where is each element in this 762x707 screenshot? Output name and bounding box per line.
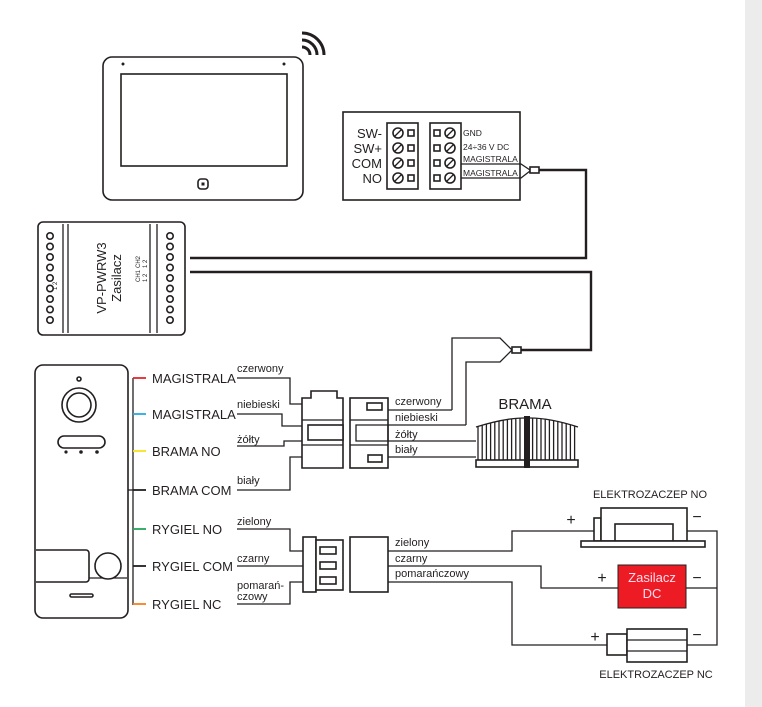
terminal-label-power: 24÷36 V DC [463,142,509,152]
wire-label-right-czarny: czarny [395,553,428,565]
wire-label-right-bialy: biały [395,444,418,456]
dc-power-supply: Zasilacz DC [617,564,687,609]
psu-terminal-hole [166,273,175,282]
lock-nc-minus: − [692,627,701,644]
lock-no-plus: + [566,512,575,529]
psu-terminal-hole [45,284,54,293]
psu-subtitle: Zasilacz [109,254,124,302]
wire-label-right-czerwony: czerwony [395,396,442,408]
dc-minus: − [692,570,701,587]
wire-label-pomaranczowy-1: pomarań- [237,580,284,592]
monitor-terminal-box: SW- SW+ COM NO GND 24÷36 V DC MAGISTRALA… [342,111,531,201]
terminal-label-gnd: GND [463,128,482,138]
psu-terminal-hole [166,232,175,241]
psu-terminal-hole [166,294,175,303]
station-output-label: RYGIEL NC [152,597,221,612]
wire-label-niebieski: niebieski [237,399,280,411]
terminal-pin [407,174,415,182]
wire-label-czerwony: czerwony [237,363,284,375]
dc-plus: + [597,570,606,587]
station-output-label: MAGISTRALA [152,371,236,386]
psu-terminal-hole [45,253,54,262]
psu-terminal-hole [45,263,54,272]
wire-label-bialy: biały [237,475,260,487]
psu-ch2: CH2 [136,255,142,268]
lock-nc-plus: + [590,629,599,646]
terminal-pin [433,129,441,137]
psu-terminal-hole [45,273,54,282]
dc-supply-line2: DC [643,586,662,601]
wire-label-right-zielony: zielony [395,537,430,549]
terminal-pin [407,129,415,137]
station-output-label: RYGIEL NO [152,522,222,537]
wire-label-pomaranczowy-2: czowy [237,591,268,603]
psu-terminal-hole [45,242,54,251]
psu-terminal-hole [166,305,175,314]
psu-terminal-hole [166,242,175,251]
wire-label-right-pomaranczowy: pomarańczowy [395,568,469,580]
gate-icon [475,416,579,468]
terminal-pin [433,174,441,182]
lock-no-minus: − [692,509,701,526]
psu-terminal-hole [166,253,175,262]
psu-ch1-pins: 1 2 [143,273,149,282]
psu-terminal-hole [45,232,54,241]
terminal-label-magistrala-1: MAGISTRALA [463,154,518,164]
station-output-label: BRAMA COM [152,483,231,498]
wire-label-right-zolty: żółty [395,429,418,441]
bus-wires [167,166,593,425]
terminal-label-no: NO [363,171,383,186]
right-margin-strip [745,0,762,707]
gate-connector [237,377,476,491]
wire-label-zolty: żółty [237,434,260,446]
terminal-label-magistrala-2: MAGISTRALA [463,168,518,178]
psu-terminal-hole [166,284,175,293]
terminal-pin [407,159,415,167]
psu-title: VP-PWRW3 [94,242,109,313]
terminal-label-com: COM [352,156,382,171]
psu-terminal-hole [45,315,54,324]
station-output-label: BRAMA NO [152,444,221,459]
electric-strike-no [580,507,706,548]
psu-terminal-hole [45,294,54,303]
lock-no-label: ELEKTROZACZEP NO [593,489,708,501]
door-station [34,364,129,619]
wire-labels: czerwony niebieski żółty biały zielony c… [237,363,469,603]
dc-supply-line1: Zasilacz [628,570,676,585]
gate-label: BRAMA [498,396,551,413]
lock-nc-label: ELEKTROZACZEP NC [599,669,713,681]
wire-label-czarny: czarny [237,553,270,565]
psu-ch1: CH1 [136,269,142,282]
terminal-label-sw-plus: SW+ [353,141,382,156]
station-output-label: MAGISTRALA [152,407,236,422]
psu-terminal-hole [166,315,175,324]
psu-terminal-hole [166,263,175,272]
psu-input-pins: 1 2 [53,281,59,290]
terminal-label-sw-minus: SW- [357,126,382,141]
terminal-pin [407,144,415,152]
lock-connector [237,528,718,646]
station-output-label: RYGIEL COM [152,559,233,574]
wifi-icon [301,31,326,56]
psu-ch2-pins: 1 2 [143,259,149,268]
psu-terminal-hole [45,305,54,314]
electric-strike-nc [606,628,688,663]
power-supply-vp-pwrw3: VP-PWRW3 Zasilacz CH1 CH2 1 2 1 2 1 2 [37,221,186,336]
station-output-bus: MAGISTRALA MAGISTRALA BRAMA NO BRAMA COM RYG… [128,371,236,612]
terminal-pin [433,144,441,152]
monitor [102,56,304,201]
wire-label-right-niebieski: niebieski [395,412,438,424]
wire-label-zielony: zielony [237,516,272,528]
terminal-pin [433,159,441,167]
